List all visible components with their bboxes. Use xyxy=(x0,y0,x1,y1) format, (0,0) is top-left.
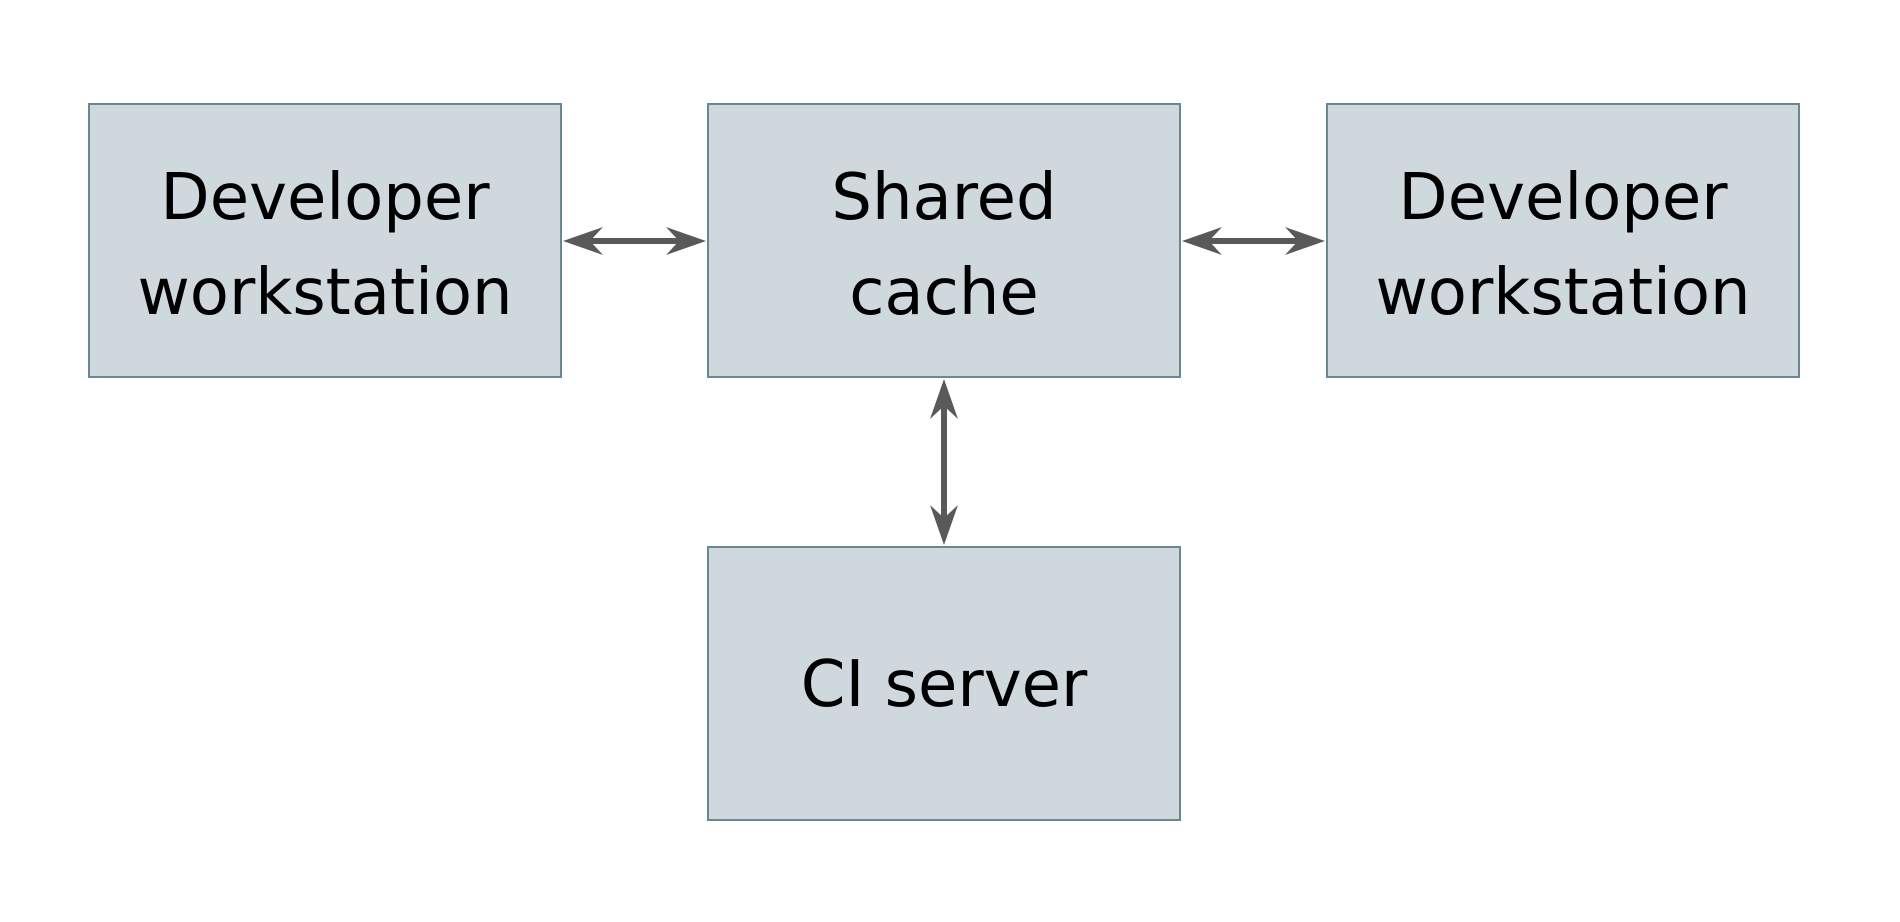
edge-cache-right xyxy=(1182,227,1325,255)
arrowhead-right-icon xyxy=(1285,227,1325,255)
box xyxy=(1326,103,1800,378)
node-developer-workstation-right: Developer workstation xyxy=(1326,103,1800,378)
node-label: workstation xyxy=(137,256,512,330)
node-label: cache xyxy=(849,256,1039,330)
arrowhead-left-icon xyxy=(1182,227,1222,255)
arrowhead-down-icon xyxy=(930,505,958,545)
box xyxy=(707,103,1181,378)
arrowhead-right-icon xyxy=(666,227,706,255)
arrowhead-up-icon xyxy=(930,379,958,419)
box xyxy=(88,103,562,378)
arrowhead-left-icon xyxy=(563,227,603,255)
node-ci-server: CI server xyxy=(707,546,1181,821)
node-label: Developer xyxy=(160,161,490,235)
node-label: Developer xyxy=(1398,161,1728,235)
edge-cache-ci xyxy=(930,379,958,545)
node-developer-workstation-left: Developer workstation xyxy=(88,103,562,378)
node-label: workstation xyxy=(1375,256,1750,330)
node-shared-cache: Shared cache xyxy=(707,103,1181,378)
edge-left-cache xyxy=(563,227,706,255)
node-label: CI server xyxy=(801,648,1088,722)
node-label: Shared xyxy=(831,161,1056,235)
box xyxy=(707,546,1181,821)
